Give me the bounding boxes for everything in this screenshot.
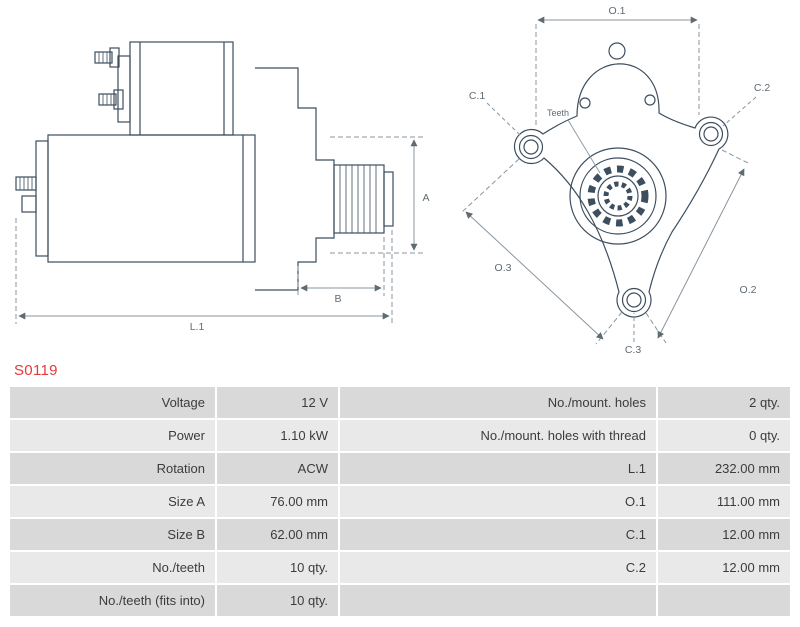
teeth-label: Teeth (547, 108, 569, 118)
spec-label: Size B (10, 519, 215, 550)
spec-value: 12.00 mm (658, 552, 790, 583)
dim-b-label: B (334, 293, 341, 305)
spec-value: 76.00 mm (217, 486, 338, 517)
technical-drawing-area: A B L.1 (15, 5, 771, 356)
dim-c2-label: C.2 (754, 82, 771, 94)
spec-value: ACW (217, 453, 338, 484)
dim-o3-label: O.3 (495, 262, 512, 274)
spec-value: 2 qty. (658, 387, 790, 418)
spec-label (340, 585, 656, 616)
spec-label: No./mount. holes with thread (340, 420, 656, 451)
spec-label: No./teeth (10, 552, 215, 583)
spec-label: O.1 (340, 486, 656, 517)
spec-value: 12 V (217, 387, 338, 418)
spec-label: No./teeth (fits into) (10, 585, 215, 616)
dim-c1-label: C.1 (469, 90, 486, 102)
spec-value: 10 qty. (217, 585, 338, 616)
spec-value: 62.00 mm (217, 519, 338, 550)
side-view-drawing (15, 41, 394, 291)
spec-label: Size A (10, 486, 215, 517)
spec-value: 232.00 mm (658, 453, 790, 484)
spline-teeth-ring (603, 181, 633, 211)
spec-label: Power (10, 420, 215, 451)
spec-value (658, 585, 790, 616)
side-view-dimensions (15, 136, 424, 324)
spec-label: L.1 (340, 453, 656, 484)
spec-label: Voltage (10, 387, 215, 418)
dim-o1-label: O.1 (609, 5, 626, 17)
starter-motor-diagram: A B L.1 (15, 5, 771, 356)
spec-value: 12.00 mm (658, 519, 790, 550)
spec-value: 10 qty. (217, 552, 338, 583)
spec-value: 1.10 kW (217, 420, 338, 451)
front-view-drawing (513, 42, 729, 318)
spec-value: 111.00 mm (658, 486, 790, 517)
spec-table: Voltage 12 V No./mount. holes 2 qty. Pow… (10, 387, 790, 616)
dim-c3-label: C.3 (625, 344, 642, 356)
spec-label: Rotation (10, 453, 215, 484)
gear-teeth-ring (587, 165, 649, 227)
spec-label: C.1 (340, 519, 656, 550)
spec-label: C.2 (340, 552, 656, 583)
dim-a-label: A (422, 192, 429, 204)
front-view-dimensions (461, 16, 757, 345)
dim-o2-label: O.2 (740, 284, 757, 296)
part-number: S0119 (14, 362, 58, 379)
spec-label: No./mount. holes (340, 387, 656, 418)
dim-l1-label: L.1 (190, 321, 205, 333)
spec-value: 0 qty. (658, 420, 790, 451)
